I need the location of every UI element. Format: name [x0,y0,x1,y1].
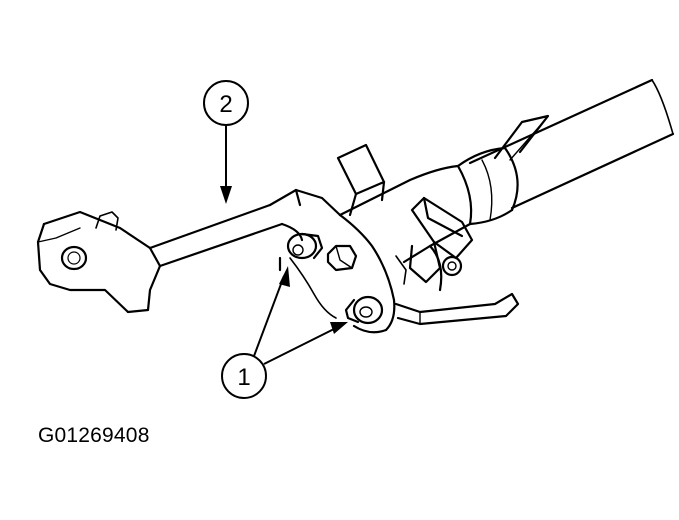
stud [326,244,358,272]
column-collar [456,146,519,226]
switch-block [395,196,474,285]
bolt-lead-line [289,257,337,319]
callout-1: 1 [221,266,348,399]
upper-post [336,143,386,217]
lever-arm [394,292,520,326]
mounting-plate [268,188,396,334]
bracket-arm [36,203,304,314]
column-shaft [468,78,675,210]
callout-2: 2 [203,80,249,204]
callout-1-label: 1 [237,364,250,391]
lower-bolt [344,295,384,325]
callout-2-label: 2 [219,91,232,118]
upper-bolt [286,232,324,260]
figure-code: G01269408 [38,424,150,447]
